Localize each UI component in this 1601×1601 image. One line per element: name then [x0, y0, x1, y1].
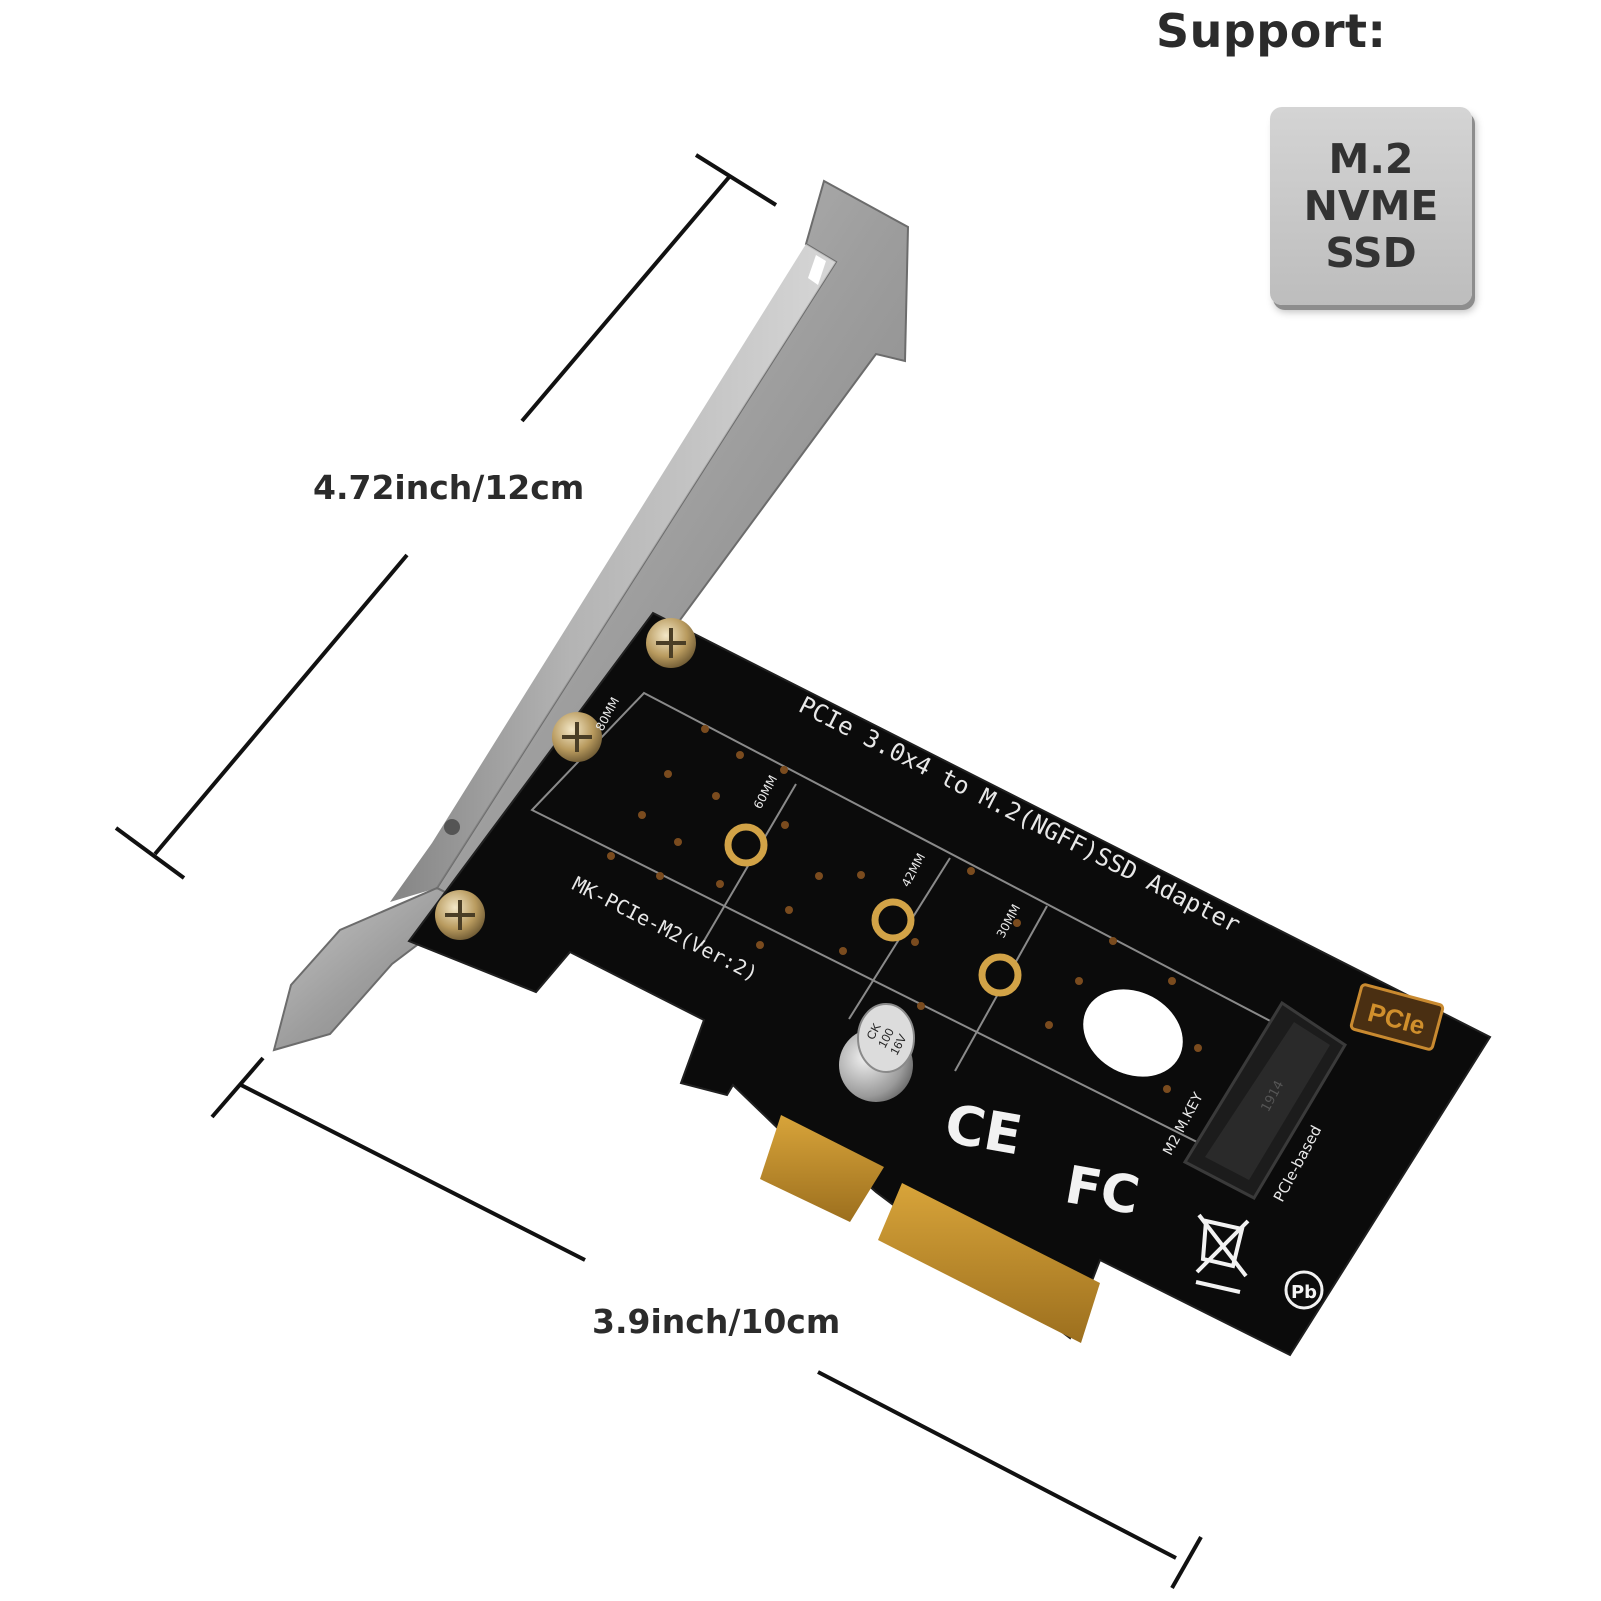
- lead-free-icon: Pb: [1284, 1270, 1324, 1310]
- height-dimension-line: [114, 153, 778, 880]
- weee-bin-icon: [1195, 1213, 1250, 1294]
- capacitor-label-1: CK: [864, 1021, 884, 1042]
- badge-line-1: M.2: [1328, 134, 1414, 183]
- screw-top: [646, 618, 696, 668]
- support-title: Support:: [1156, 4, 1387, 58]
- fcc-mark: FC: [1061, 1155, 1144, 1227]
- ce-mark: CE: [940, 1092, 1026, 1167]
- capacitor: CK 100 16V: [839, 1003, 915, 1102]
- height-dimension-label: 4.72inch/12cm: [313, 468, 585, 507]
- width-dimension-label: 3.9inch/10cm: [592, 1302, 841, 1341]
- pcb-board: PCIe CK 100 16V: [407, 611, 1492, 1357]
- screw-bottom: [435, 890, 485, 940]
- badge-line-3: SSD: [1325, 228, 1417, 277]
- width-dimension-line: [210, 1056, 1203, 1589]
- badge-line-2: NVME: [1303, 181, 1439, 230]
- screw-middle: [552, 712, 602, 762]
- pb-mark: Pb: [1291, 1282, 1317, 1303]
- nvme-support-badge: M.2 NVME SSD: [1270, 107, 1472, 305]
